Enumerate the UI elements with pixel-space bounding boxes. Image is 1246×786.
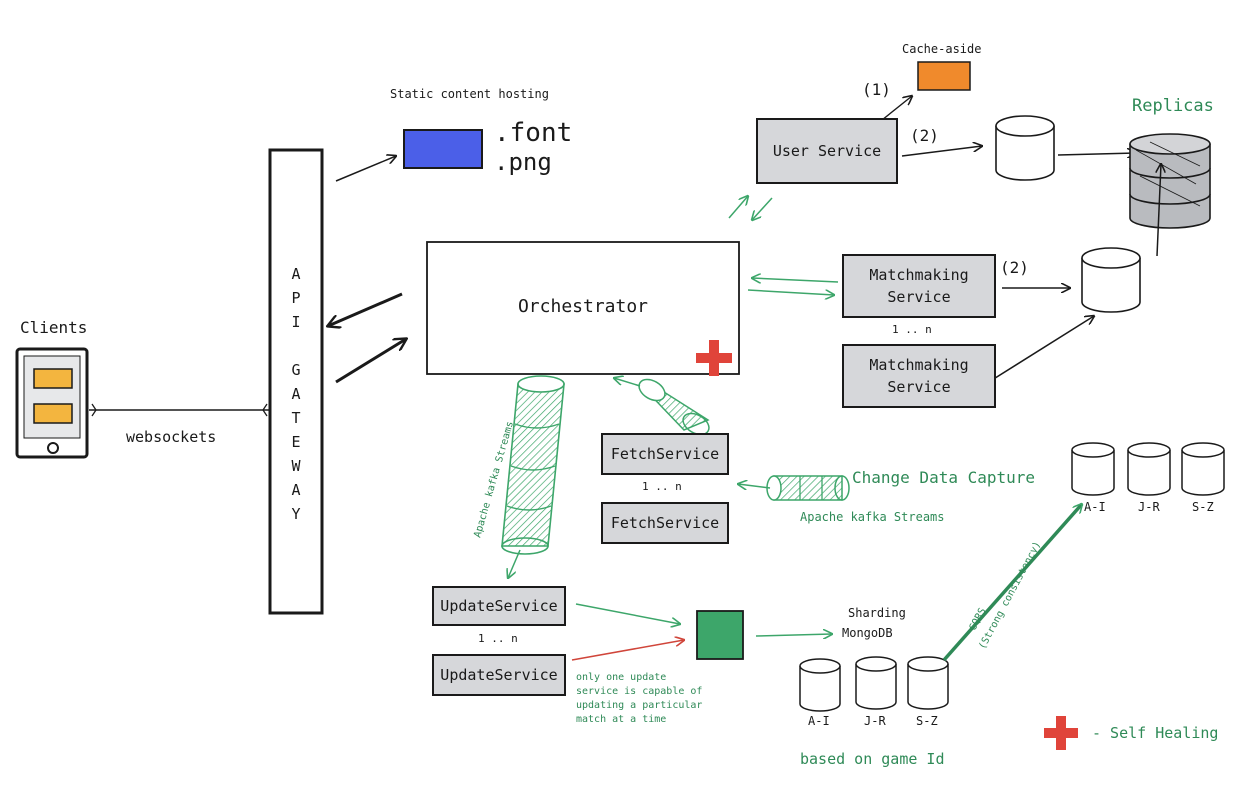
update-service-box: UpdateService [432, 654, 566, 696]
replica-stack-icon [1129, 133, 1211, 229]
phone-icon [15, 347, 89, 459]
replicas-label: Replicas [1132, 96, 1214, 116]
fetch-service-box: FetchService [601, 433, 729, 475]
database-icon [855, 656, 897, 710]
update-range-label: 1 .. n [478, 632, 518, 645]
shard-label: A-I [1084, 500, 1106, 514]
api-gateway-box [268, 148, 324, 615]
database-icon [799, 658, 841, 712]
user-service-box: User Service [756, 118, 898, 184]
update-service-box: UpdateService [432, 586, 566, 626]
kafka-streams-label: Apache kafka Streams [800, 510, 945, 524]
shard-label: A-I [808, 714, 830, 728]
self-healing-legend-label: - Self Healing [1092, 724, 1219, 742]
clients-label: Clients [20, 318, 88, 337]
matchmaking-range-label: 1 .. n [892, 323, 932, 336]
database-icon [907, 656, 949, 710]
png-ext-label: .png [494, 148, 552, 176]
kafka-stream-icon [766, 475, 850, 501]
font-ext-label: .font [494, 118, 573, 148]
database-icon [995, 115, 1055, 181]
websockets-label: websockets [126, 428, 217, 446]
database-icon [1127, 442, 1171, 496]
shard-label: J-R [864, 714, 886, 728]
static-content-label: Static content hosting [390, 87, 549, 101]
shard-label: J-R [1138, 500, 1160, 514]
self-healing-cross-icon [696, 340, 732, 376]
matchmaking-service-box: Matchmaking Service [842, 344, 996, 408]
step-2-label: (2) [1000, 258, 1029, 277]
shard-label: S-Z [1192, 500, 1214, 514]
cache-aside-label: Cache-aside [902, 42, 982, 56]
cache-aside-store [917, 61, 971, 91]
queue-icon [696, 610, 744, 660]
cdc-label: Change Data Capture [852, 468, 1036, 487]
sharding-label: Sharding [848, 606, 906, 620]
orchestrator-box [426, 241, 740, 375]
game-id-label: based on game Id [800, 750, 945, 768]
database-icon [1181, 442, 1225, 496]
fetch-range-label: 1 .. n [642, 480, 682, 493]
database-icon [1081, 247, 1141, 313]
kafka-stream-icon [501, 375, 565, 555]
matchmaking-service-box: Matchmaking Service [842, 254, 996, 318]
orchestrator-label: Orchestrator [517, 295, 649, 317]
api-gateway-label: A P I G A T E W A Y [291, 265, 301, 523]
database-icon [1071, 442, 1115, 496]
kafka-stream-icon [638, 378, 710, 436]
step-2-label: (2) [910, 126, 939, 145]
shard-label: S-Z [916, 714, 938, 728]
update-constraint-note: only one update service is capable of up… [576, 672, 703, 725]
mongodb-label: MongoDB [842, 626, 893, 640]
self-healing-cross-icon [1044, 716, 1078, 750]
fetch-service-box: FetchService [601, 502, 729, 544]
static-content-store [403, 129, 483, 169]
step-1-label: (1) [862, 80, 891, 99]
